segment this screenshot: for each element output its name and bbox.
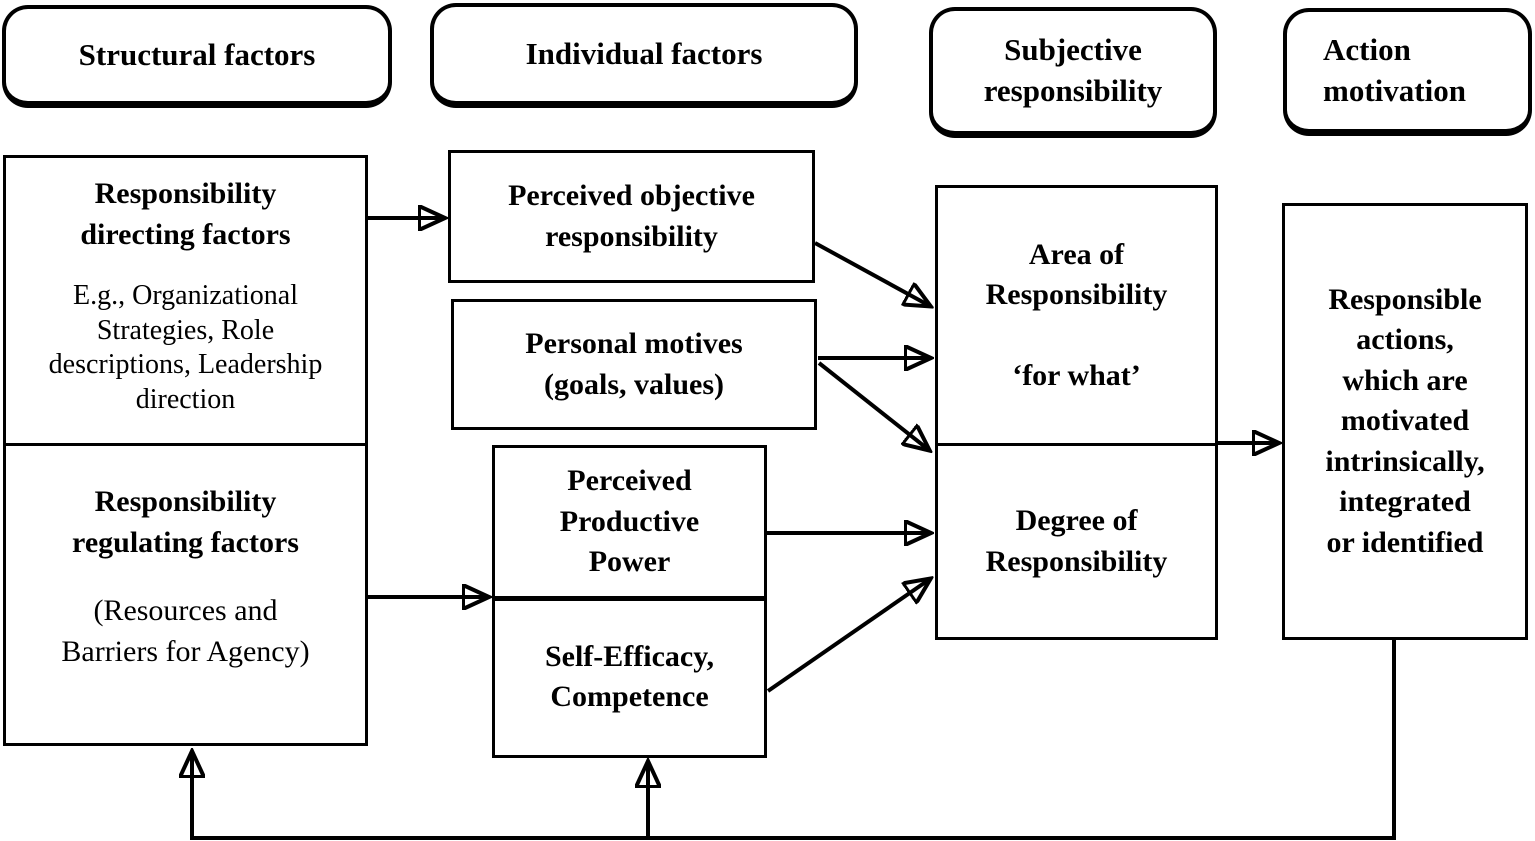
section-degree-of-responsibility: Degree of Responsibility bbox=[985, 504, 1168, 578]
section-perceived-productive-power: Perceived Productive Power bbox=[495, 448, 764, 601]
box-subjective-responsibility: Area of Responsibility ‘for what’ Degree… bbox=[935, 185, 1218, 640]
header-subjective-responsibility: Subjective responsibility bbox=[929, 7, 1217, 138]
section-area-of-responsibility: Area of Responsibility ‘for what’ bbox=[938, 188, 1215, 446]
arrow-motives-to-degree bbox=[817, 361, 929, 450]
header-individual-factors: Individual factors bbox=[430, 3, 858, 108]
arrow-perceived-objective-to-area bbox=[814, 241, 930, 306]
box-structural-factors: Responsibility directing factors E.g., O… bbox=[3, 155, 368, 746]
section-self-efficacy-competence: Self-Efficacy, Competence bbox=[544, 639, 715, 714]
regulating-examples: (Resources and Barriers for Agency) bbox=[61, 594, 310, 668]
directing-examples: E.g., Organizational Strategies, Role de… bbox=[48, 280, 323, 416]
box-power-and-efficacy: Perceived Productive Power Self-Efficacy… bbox=[492, 445, 767, 758]
feedback-loop-to-structural bbox=[192, 640, 1396, 840]
header-structural-factors: Structural factors bbox=[2, 5, 392, 108]
section-responsibility-regulating: Responsibility regulating factors (Resou… bbox=[6, 446, 365, 746]
regulating-title: Responsibility regulating factors bbox=[72, 485, 299, 559]
header-action-motivation: Action motivation bbox=[1283, 8, 1532, 136]
box-perceived-objective-responsibility: Perceived objective responsibility bbox=[448, 150, 815, 283]
box-responsible-actions: Responsible actions, which are motivated… bbox=[1282, 203, 1528, 640]
arrow-self-efficacy-to-degree bbox=[766, 579, 930, 693]
box-personal-motives: Personal motives (goals, values) bbox=[451, 299, 817, 430]
directing-title: Responsibility directing factors bbox=[80, 177, 291, 251]
section-responsibility-directing: Responsibility directing factors E.g., O… bbox=[6, 158, 365, 446]
